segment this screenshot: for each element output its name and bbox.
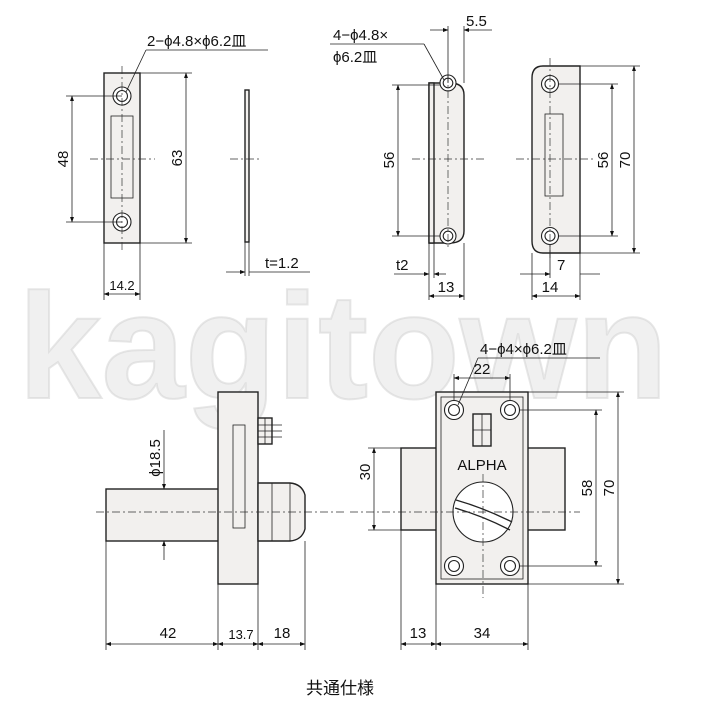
watermark-logo: kagitown — [17, 261, 669, 431]
dim-bolt-length: 42 — [160, 625, 177, 642]
dim-boss-length: 18 — [274, 625, 291, 642]
angle-plate-front-view: 56 70 7 14 — [516, 58, 640, 300]
dim-angle-front-width: 14 — [542, 279, 559, 296]
watermark-text: kagitown — [18, 262, 668, 430]
dim-lock-height: 70 — [601, 480, 618, 497]
drawing-caption: 共通仕様 — [306, 679, 374, 699]
note-lock-holes: 4−ϕ4×ϕ6.2皿 — [480, 341, 567, 358]
dim-strike-length: 63 — [169, 150, 186, 167]
dim-lock-case-width: 34 — [474, 625, 491, 642]
dim-lock-hole-pitch: 22 — [474, 361, 491, 378]
dim-strike-pitch: 48 — [55, 151, 72, 168]
note-angle-holes-2: ϕ6.2皿 — [333, 49, 377, 66]
lock-side-view: ϕ18.5 42 13.7 18 — [96, 391, 346, 650]
dim-angle-thickness: t2 — [396, 257, 409, 274]
dim-angle-depth: 13 — [438, 279, 455, 296]
note-angle-holes-1: 4−ϕ4.8× — [333, 27, 388, 44]
dim-lock-bolt-width: 13 — [410, 625, 427, 642]
dim-angle-edge: 5.5 — [466, 13, 487, 30]
dim-angle-front-pitch: 56 — [595, 152, 612, 169]
strike-plate-side-view: t=1.2 — [226, 89, 310, 276]
strike-plate-front-view: 48 63 14.2 2−ϕ4.8×ϕ6.2皿 — [55, 33, 268, 300]
dim-lock-pitch: 58 — [579, 480, 596, 497]
brand-label: ALPHA — [457, 457, 506, 474]
dim-strike-thickness: t=1.2 — [265, 255, 299, 272]
dim-strike-width: 14.2 — [109, 278, 134, 293]
note-strike-holes: 2−ϕ4.8×ϕ6.2皿 — [147, 33, 246, 50]
dim-angle-front-length: 70 — [617, 152, 634, 169]
dim-angle-pitch: 56 — [381, 152, 398, 169]
angle-plate-side-view: 56 5.5 4−ϕ4.8× ϕ6.2皿 t2 13 — [330, 13, 492, 300]
dim-lock-bolt-height: 30 — [357, 464, 374, 481]
lock-front-view: ALPHA 4−ϕ4×ϕ6.2皿 22 30 58 70 — [350, 341, 624, 650]
dim-bolt-diameter: ϕ18.5 — [147, 439, 164, 477]
dim-angle-front-offset: 7 — [557, 257, 565, 274]
dim-plate-thickness: 13.7 — [228, 627, 253, 642]
